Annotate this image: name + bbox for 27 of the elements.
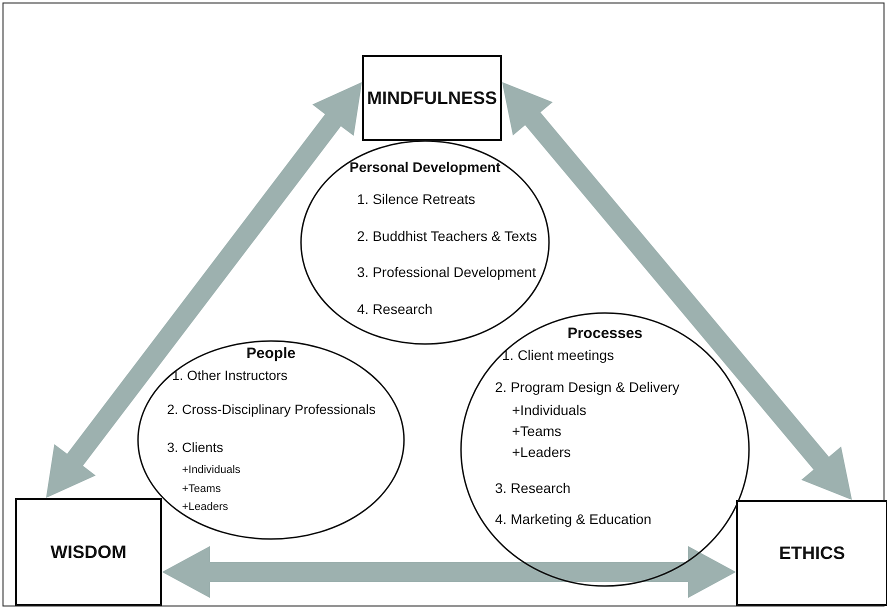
category-heading: Processes	[566, 325, 644, 342]
category-heading: Personal Development	[348, 159, 502, 176]
list-item: 3. Research	[495, 480, 570, 496]
box-title: ETHICS	[778, 542, 845, 564]
list-item: 4. Marketing & Education	[495, 511, 652, 528]
list-item: 3. Clients	[167, 440, 224, 456]
double-arrow	[46, 82, 362, 498]
double-arrow	[162, 546, 736, 598]
list-item: 2. Program Design & Delivery	[495, 379, 680, 396]
concept-box	[362, 55, 502, 141]
concept-box	[15, 498, 162, 606]
list-item: +Leaders	[512, 444, 571, 460]
list-item: +Individuals	[182, 464, 240, 477]
box-title: WISDOM	[50, 542, 126, 562]
list-item: 4. Research	[357, 301, 432, 318]
double-arrow	[502, 82, 852, 500]
list-item: 2. Buddhist Teachers & Texts	[357, 228, 538, 244]
concept-box	[736, 500, 887, 606]
box-title: MINDFULNESS	[367, 88, 497, 108]
list-item: +Teams	[182, 483, 221, 496]
list-item: 3. Professional Development	[357, 264, 536, 280]
list-item: 1. Silence Retreats	[357, 191, 476, 208]
list-item: +Teams	[512, 423, 562, 440]
list-item: +Individuals	[512, 402, 586, 418]
list-item: +Leaders	[182, 501, 228, 514]
category-heading: People	[245, 345, 297, 362]
list-item: 2. Cross-Disciplinary Professionals	[167, 402, 376, 418]
